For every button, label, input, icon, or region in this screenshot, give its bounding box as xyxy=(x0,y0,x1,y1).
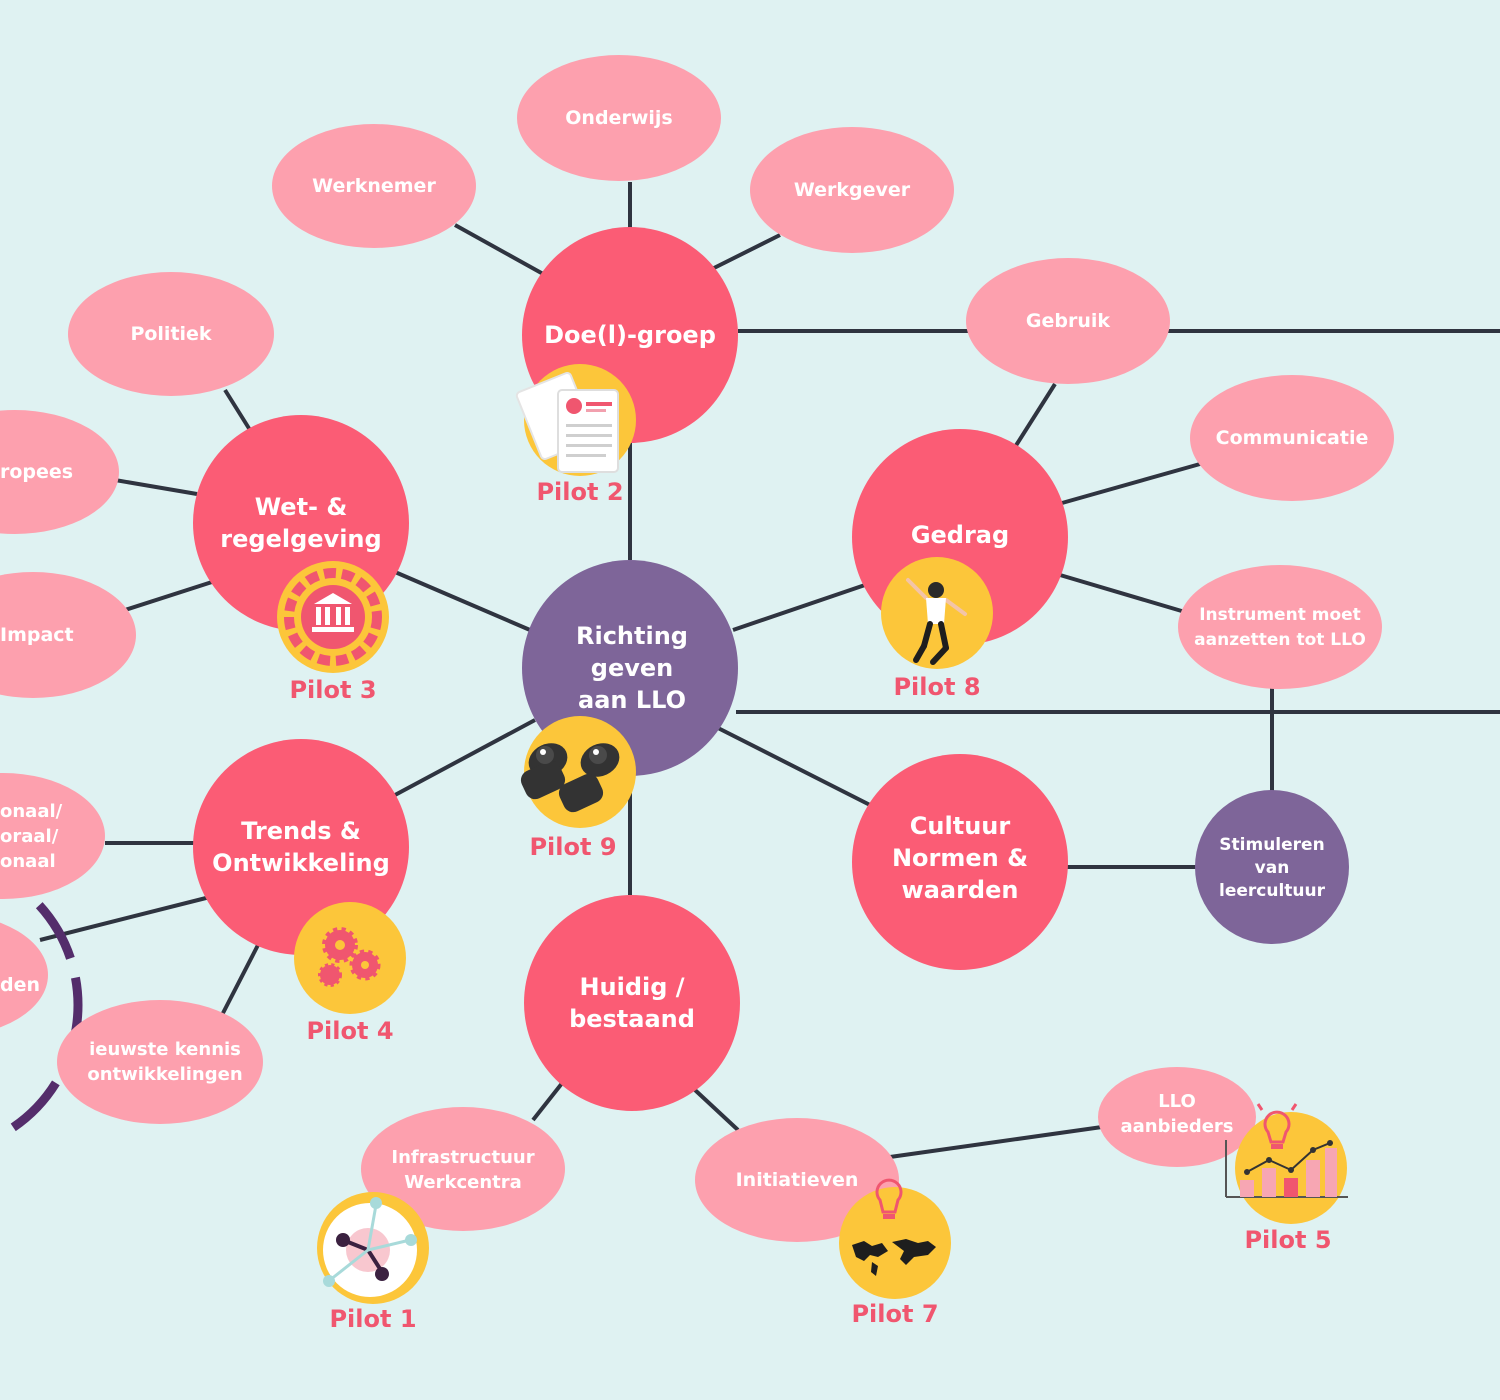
pilot-5-label: Pilot 5 xyxy=(1244,1226,1331,1254)
oval-communicatie-label: Communicatie xyxy=(1216,427,1369,449)
pilot-8: Pilot 8 xyxy=(881,557,993,701)
oval-impact: Impact xyxy=(0,572,136,698)
oval-gebruik-label: Gebruik xyxy=(1026,310,1110,332)
pilot-5: Pilot 5 xyxy=(1225,1103,1348,1254)
pilot-4-label: Pilot 4 xyxy=(306,1017,393,1045)
connectors xyxy=(39,182,1500,1159)
oval-onderwijs: Onderwijs xyxy=(517,55,721,181)
oval-politiek: Politiek xyxy=(68,272,274,396)
pilot-1-label: Pilot 1 xyxy=(329,1305,416,1333)
connector-doelgroep-werknemer xyxy=(454,223,546,277)
pilot-7-label: Pilot 7 xyxy=(851,1300,938,1328)
jumping-person-icon xyxy=(906,578,967,665)
pilot-2: Pilot 2 xyxy=(515,364,636,506)
gears-icon xyxy=(318,927,381,987)
oval-gebruik: Gebruik xyxy=(966,258,1170,384)
oval-werknemer-label: Werknemer xyxy=(312,175,436,197)
pilot-4: Pilot 4 xyxy=(294,902,406,1045)
oval-den-label: den xyxy=(0,974,40,996)
network-icon xyxy=(323,1197,417,1287)
oval-nationaal: onaal/oraal/onaal xyxy=(0,773,105,899)
oval-politiek-label: Politiek xyxy=(130,323,211,345)
node-trends: Trends &Ontwikkeling xyxy=(193,739,409,955)
oval-werknemer: Werknemer xyxy=(272,124,476,248)
connector-trends-den xyxy=(39,895,211,942)
connector-gedrag-gebruik xyxy=(1013,382,1057,449)
binoculars-icon xyxy=(520,743,620,813)
node-gedrag-label: Gedrag xyxy=(911,521,1009,549)
pilot-2-label: Pilot 2 xyxy=(536,478,623,506)
connector-center-wet xyxy=(394,570,531,632)
node-trends-label: Trends &Ontwikkeling xyxy=(212,817,390,877)
pilot-1: Pilot 1 xyxy=(317,1192,429,1333)
oval-nationaal-label: onaal/oraal/onaal xyxy=(0,801,63,872)
oval-impact-label: Impact xyxy=(0,624,74,646)
gear-government-icon xyxy=(284,568,382,666)
oval-den: den xyxy=(0,922,48,1028)
connector-wet-politiek xyxy=(223,388,252,432)
node-wet-label: Wet- &regelgeving xyxy=(220,493,381,553)
oval-initiatieven-label: Initiatieven xyxy=(736,1169,859,1191)
dashed-ring xyxy=(0,869,83,1141)
connector-initiatieven-aanbieders xyxy=(889,1125,1103,1159)
connector-huidig-initiatieven xyxy=(693,1088,740,1132)
connector-wet-europees xyxy=(114,478,198,496)
oval-werkgever-label: Werkgever xyxy=(794,179,911,201)
oval-communicatie: Communicatie xyxy=(1190,375,1394,501)
node-huidig: Huidig /bestaand xyxy=(524,895,740,1111)
pilot-9: Pilot 9 xyxy=(520,716,636,861)
pilot-7: Pilot 7 xyxy=(839,1178,951,1328)
connector-center-trends xyxy=(394,718,536,797)
pilot-9-label: Pilot 9 xyxy=(529,833,616,861)
connector-doelgroep-werkgever xyxy=(709,233,781,272)
oval-initiatieven: Initiatieven xyxy=(695,1118,899,1242)
oval-europees: ropees xyxy=(0,410,119,534)
connector-huidig-infrastructuur xyxy=(531,1080,565,1122)
resume-icon xyxy=(515,371,619,473)
pilot-3: Pilot 3 xyxy=(277,561,389,704)
connector-gedrag-instrument xyxy=(1059,573,1186,614)
connector-trends-nieuwste xyxy=(220,944,260,1016)
connector-center-cultuur xyxy=(717,726,871,807)
connector-center-gedrag xyxy=(732,583,866,632)
connector-wet-impact xyxy=(124,580,213,612)
oval-werkgever: Werkgever xyxy=(750,127,954,253)
node-doelgroep-label: Doe(l)-groep xyxy=(544,321,716,349)
oval-onderwijs-label: Onderwijs xyxy=(565,107,672,129)
pilot-3-label: Pilot 3 xyxy=(289,676,376,704)
pilot-8-label: Pilot 8 xyxy=(893,673,980,701)
world-map-lightbulb-icon xyxy=(852,1178,936,1276)
connector-gedrag-communicatie xyxy=(1061,462,1201,505)
oval-europees-label: ropees xyxy=(0,461,73,483)
node-huidig-label: Huidig /bestaand xyxy=(569,973,695,1033)
bar-chart-lightbulb-icon xyxy=(1225,1103,1348,1198)
